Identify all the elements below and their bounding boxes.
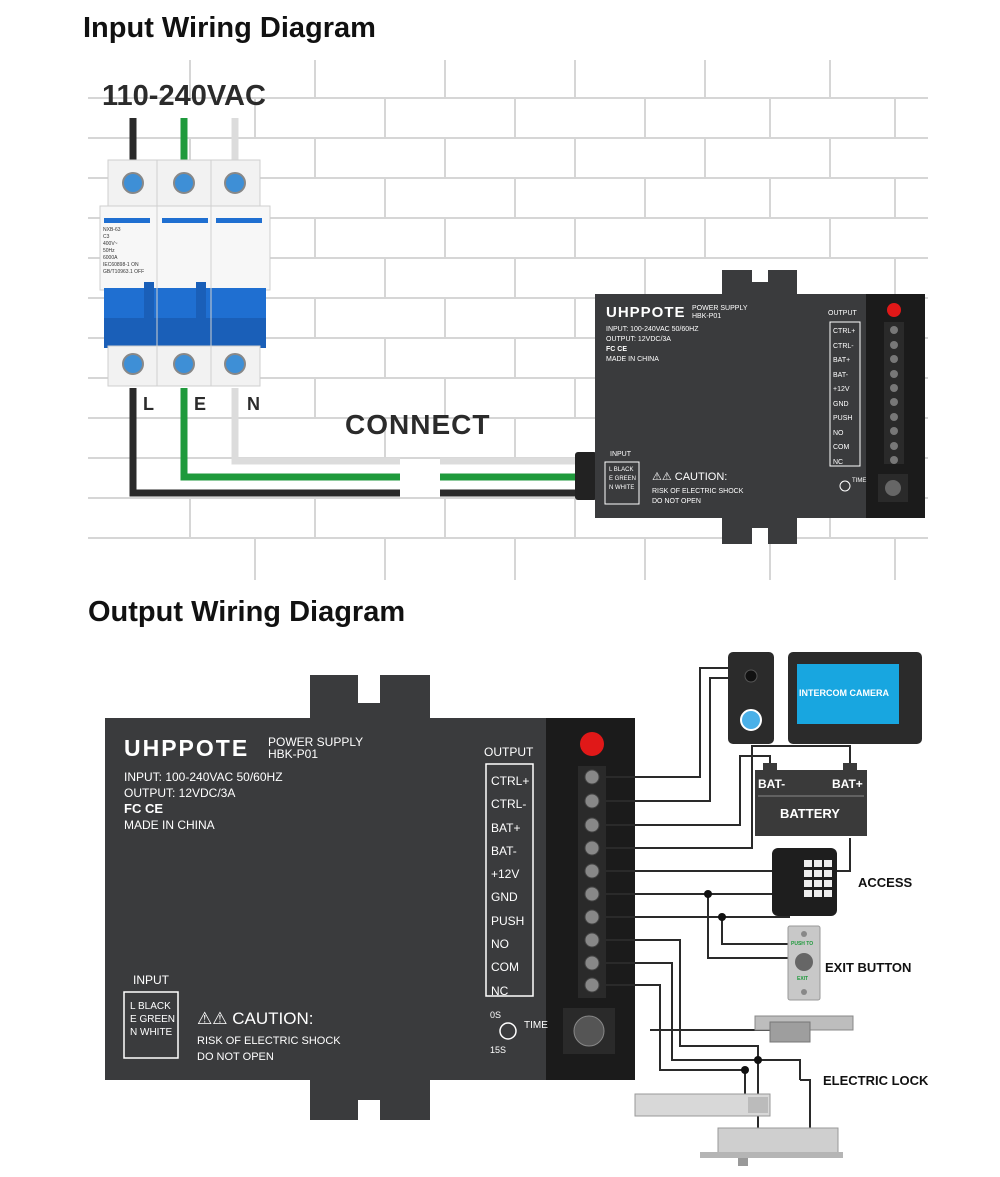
label-l: L xyxy=(143,394,154,414)
power-supply-unit-small xyxy=(595,268,925,544)
exit-button-device xyxy=(787,925,821,1001)
time-min: 0S xyxy=(490,1010,502,1020)
output-diagram-title: Output Wiring Diagram xyxy=(88,596,406,628)
large-unit-specs: INPUT: 100-240VAC 50/60HZ OUTPUT: 12VDC/… xyxy=(124,770,283,832)
magnetic-lock xyxy=(634,1093,771,1117)
power-supply-unit-large xyxy=(105,675,635,1120)
intercom-screen-label: INTERCOM CAMERA xyxy=(799,688,889,698)
small-output-header: OUTPUT xyxy=(828,310,857,317)
small-caution: ⚠⚠ CAUTION: xyxy=(652,471,728,483)
small-input-header: INPUT xyxy=(610,451,631,458)
access-keypad xyxy=(772,848,837,916)
battery-label: BATTERY xyxy=(780,806,840,821)
large-caution: ⚠⚠ CAUTION: xyxy=(197,1009,314,1028)
wire-n-out xyxy=(231,388,400,465)
large-unit-brand: UHPPOTE xyxy=(124,735,250,761)
battery-neg-label: BAT- xyxy=(758,777,786,791)
large-input-header: INPUT xyxy=(133,973,169,987)
label-n: N xyxy=(247,394,260,414)
doorbell-camera xyxy=(728,652,774,744)
voltage-label: 110-240VAC xyxy=(102,80,266,112)
electric-lock-label: ELECTRIC LOCK xyxy=(823,1073,929,1088)
small-time-label: TIME xyxy=(852,478,867,484)
access-label: ACCESS xyxy=(858,875,913,890)
intercom-monitor xyxy=(788,652,922,744)
cable-gland xyxy=(575,452,597,500)
time-max: 15S xyxy=(490,1045,507,1055)
small-unit-specs: INPUT: 100-240VAC 50/60HZ OUTPUT: 12VDC/… xyxy=(606,326,699,363)
electric-strike xyxy=(754,1015,854,1043)
wire-l-out xyxy=(129,388,400,497)
output-diagram xyxy=(95,645,945,1170)
large-time-label: TIME xyxy=(524,1020,548,1031)
exit-button-label: EXIT BUTTON xyxy=(825,960,912,975)
small-unit-brand: UHPPOTE xyxy=(606,304,686,321)
circuit-breaker xyxy=(99,159,271,387)
wire-e-out xyxy=(180,388,400,481)
push-to-label: PUSH TO xyxy=(791,941,814,947)
bolt-lock xyxy=(700,1127,843,1166)
connect-label: CONNECT xyxy=(345,409,491,440)
input-diagram xyxy=(88,60,928,580)
exit-small-label: EXIT xyxy=(797,976,809,982)
battery xyxy=(755,763,867,836)
input-diagram-title: Input Wiring Diagram xyxy=(83,12,376,44)
large-output-header: OUTPUT xyxy=(484,745,534,759)
label-e: E xyxy=(194,394,207,414)
breaker-print: NXB-63 C3 400V~ 50Hz 6000A IEC60898-1 ON… xyxy=(103,227,145,275)
battery-pos-label: BAT+ xyxy=(832,777,863,791)
